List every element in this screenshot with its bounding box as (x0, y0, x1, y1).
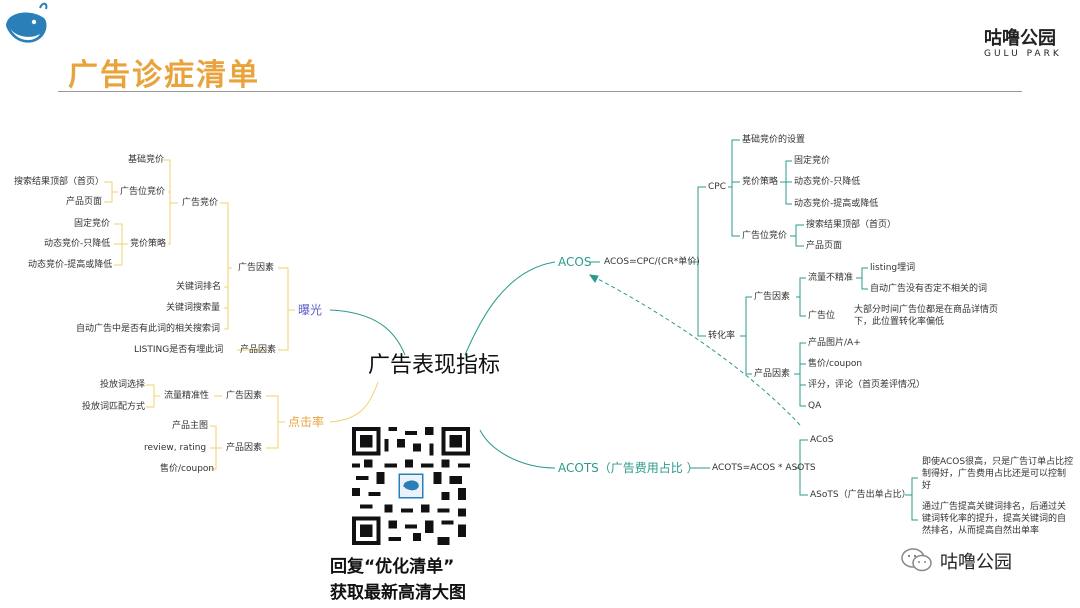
node-cpc: CPC (708, 182, 726, 192)
node-search-top: 搜索结果顶部（首页） (14, 177, 105, 187)
node-acots-formula: ACOTS=ACOS * ASOTS (712, 463, 816, 473)
node-cpc-placement: 广告位竞价 (742, 231, 788, 241)
watermark-text: 咕噜公园 (940, 552, 1012, 573)
node-cvr-reviews: 评分，评论（首页差评情况） (808, 380, 926, 390)
node-note1-l2: 制得好，广告费用占比还是可以控制 (922, 469, 1067, 479)
node-product-factor-b: 产品因素 (226, 443, 263, 453)
node-base-bid: 基础竞价 (128, 155, 165, 165)
node-cpc-base: 基础竞价的设置 (742, 135, 806, 145)
node-cvr-listing: listing埋词 (870, 263, 916, 273)
center-topic: 广告表现指标 (368, 353, 501, 378)
node-kw-volume: 关键词搜索量 (166, 303, 221, 313)
node-ctr: 点击率 (288, 415, 325, 429)
node-cpc-dyn-down: 动态竞价-只降低 (794, 177, 861, 187)
node-bid-strategy: 竞价策略 (130, 239, 167, 249)
node-ad-bid: 广告竞价 (182, 198, 219, 208)
node-cvr-position-note-2: 下，此位置转化率偏低 (854, 317, 945, 327)
node-fixed-bid: 固定竞价 (74, 219, 111, 229)
node-cpc-search-top: 搜索结果顶部（首页） (806, 220, 897, 230)
node-acos2: ACoS (810, 435, 834, 445)
node-cvr-price: 售价/coupon (808, 359, 863, 369)
node-note2-l1: 通过广告提高关键词排名，后通过关 (922, 502, 1067, 512)
qr-code (352, 427, 470, 545)
node-auto-related: 自动广告中是否有此词的相关搜索词 (76, 324, 221, 334)
node-note1-l3: 好 (922, 481, 932, 491)
node-kw-match: 投放词匹配方式 (82, 402, 146, 412)
wechat-icon (901, 548, 932, 572)
node-cvr-position-note-1: 大部分时间广告位都是在商品详情页 (854, 305, 999, 315)
node-acots: ACOTS（广告费用占比 ） (558, 461, 699, 475)
node-note1-l1: 即使ACOS很高，只是广告订单占比控 (922, 457, 1074, 467)
title-divider (58, 91, 1022, 92)
node-traffic-precision: 流量精准性 (164, 391, 210, 401)
node-cpc-fixed: 固定竞价 (794, 156, 831, 166)
node-kw-rank: 关键词排名 (176, 282, 222, 292)
page-title: 广告诊症清单 (68, 58, 260, 93)
node-kw-select: 投放词选择 (100, 380, 146, 390)
node-main-image: 产品主图 (172, 421, 209, 431)
node-cvr-qa: QA (808, 401, 822, 411)
node-dyn-down: 动态竞价-只降低 (44, 239, 111, 249)
node-cvr-ad-factor: 广告因素 (754, 292, 791, 302)
node-product-factor-a: 产品因素 (240, 345, 277, 355)
cta-line-2: 获取最新高清大图 (330, 583, 466, 603)
node-cpc-strategy: 竞价策略 (742, 177, 779, 187)
node-cvr: 转化率 (708, 331, 736, 341)
node-product-page: 产品页面 (66, 197, 103, 207)
node-ad-factor-b: 广告因素 (226, 391, 263, 401)
node-exposure: 曝光 (298, 303, 323, 317)
cta-line-1: 回复“优化清单” (330, 557, 455, 577)
node-cvr-auto-neg: 自动广告没有否定不相关的词 (870, 284, 988, 294)
node-cvr-images: 产品图片/A+ (808, 338, 861, 348)
node-cvr-product-factor: 产品因素 (754, 369, 791, 379)
node-cvr-traffic: 流量不精准 (808, 273, 854, 283)
node-placement-bid: 广告位竞价 (120, 187, 166, 197)
node-acos-formula: ACOS=CPC/(CR*单价) (604, 257, 700, 267)
node-note2-l3: 然排名，从而提高自然出单率 (922, 526, 1040, 536)
gulu-park-logo (6, 2, 48, 43)
node-note2-l2: 键词转化率的提升，提高关键词的自 (922, 514, 1067, 524)
node-asots: ASoTS（广告出单占比） (810, 490, 911, 500)
node-price-coupon: 售价/coupon (160, 464, 215, 474)
brand-name-en: GULU PARK (984, 49, 1062, 59)
node-cpc-product-page: 产品页面 (806, 241, 843, 251)
node-cvr-position: 广告位 (808, 311, 836, 321)
node-listing-buried: LISTING是否有埋此词 (134, 345, 224, 355)
brand-name: 咕噜公园 (984, 28, 1056, 49)
node-review-rating: review, rating (144, 443, 207, 453)
node-dyn-updown: 动态竞价-提高或降低 (28, 260, 113, 270)
node-ad-factor: 广告因素 (238, 263, 275, 273)
node-acos: ACOS (558, 255, 592, 269)
node-cpc-dyn-updown: 动态竞价-提高或降低 (794, 199, 879, 209)
